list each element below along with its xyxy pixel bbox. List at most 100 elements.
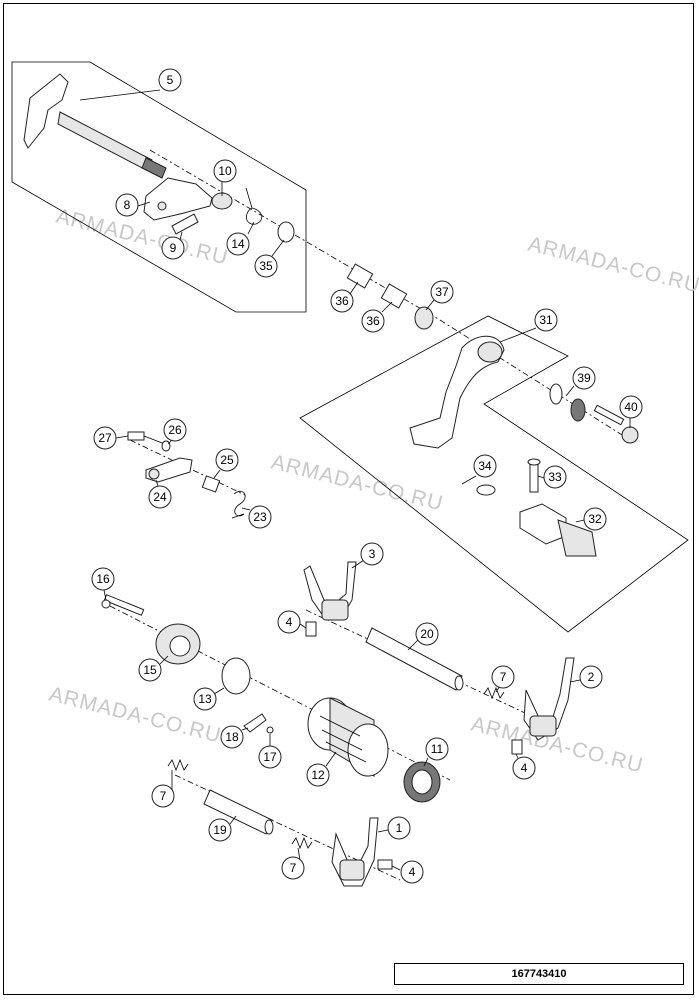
svg-text:2: 2	[588, 670, 595, 684]
callout-10: 10	[213, 159, 237, 196]
svg-text:33: 33	[548, 470, 562, 484]
watermark: ARMADA-CO.RU	[526, 233, 699, 298]
svg-text:3: 3	[369, 547, 376, 561]
svg-text:20: 20	[420, 627, 434, 641]
svg-text:35: 35	[259, 259, 273, 273]
roller-4-bottom	[377, 859, 393, 870]
locking-lever-18-17	[243, 713, 274, 734]
callout-36-b: 36	[361, 301, 393, 333]
svg-text:4: 4	[521, 761, 528, 775]
svg-text:7: 7	[290, 861, 297, 875]
washer-26	[161, 440, 171, 452]
svg-text:9: 9	[170, 241, 177, 255]
callout-19: 19	[208, 815, 237, 842]
lock-washer-39	[570, 398, 586, 422]
callout-34: 34	[461, 454, 497, 485]
seal-37	[414, 306, 434, 330]
callout-13: 13	[193, 687, 225, 711]
callout-36-a: 36	[330, 281, 359, 313]
watermark: ARMADA-CO.RU	[54, 205, 231, 270]
svg-text:8: 8	[124, 198, 131, 212]
callout-12: 12	[306, 751, 337, 787]
svg-text:32: 32	[588, 512, 602, 526]
shift-rod-19	[203, 789, 274, 835]
callout-33: 33	[537, 465, 567, 489]
svg-text:17: 17	[263, 750, 277, 764]
bearing-11	[403, 761, 441, 803]
watermark: ARMADA-CO.RU	[269, 451, 446, 516]
shift-shaft	[23, 73, 167, 179]
drawing-number: 167743410	[511, 968, 567, 980]
callout-32: 32	[575, 507, 607, 531]
shift-lever-group-outline	[299, 315, 689, 633]
callout-35: 35	[254, 239, 285, 278]
callout-23: 23	[241, 505, 272, 529]
shift-rod-20	[365, 627, 464, 691]
callout-11: 11	[423, 737, 449, 767]
shift-shaft-group-outline	[11, 61, 307, 313]
callout-37: 37	[425, 280, 454, 311]
svg-text:36: 36	[335, 294, 349, 308]
callout-24: 24	[148, 479, 172, 509]
shift-drum-12	[307, 697, 389, 777]
callout-3: 3	[351, 542, 384, 569]
callout-14: 14	[226, 221, 255, 256]
shift-plate	[143, 177, 213, 221]
callout-5: 5	[79, 68, 182, 101]
callout-7-left-bottom: 7	[281, 847, 305, 880]
svg-text:16: 16	[96, 572, 110, 586]
svg-text:7: 7	[160, 789, 167, 803]
spring-23	[231, 490, 246, 519]
callout-8: 8	[115, 193, 151, 217]
svg-text:19: 19	[213, 823, 227, 837]
shift-lever	[409, 335, 505, 449]
svg-text:31: 31	[539, 313, 553, 327]
callout-2: 2	[569, 665, 603, 689]
callout-4-top: 4	[277, 610, 307, 634]
shift-drum-bearing-13	[221, 657, 251, 695]
drawing-number-box: 167743410	[394, 963, 684, 985]
callout-15: 15	[138, 655, 169, 682]
pin-33	[527, 458, 541, 493]
roller-4-right	[511, 739, 523, 755]
spring-7-right	[483, 686, 505, 700]
svg-text:11: 11	[431, 742, 444, 756]
callout-25: 25	[213, 448, 239, 479]
washer-35	[277, 221, 295, 243]
svg-text:18: 18	[225, 730, 239, 744]
callout-20: 20	[407, 622, 439, 651]
callout-27: 27	[93, 426, 129, 450]
svg-text:36: 36	[366, 314, 380, 328]
callout-40: 40	[619, 395, 643, 428]
shift-drum-locating-15	[155, 623, 201, 665]
svg-text:39: 39	[577, 371, 591, 385]
svg-text:13: 13	[198, 692, 212, 706]
spring-7-left-bottom	[291, 836, 313, 850]
svg-text:25: 25	[220, 453, 234, 467]
svg-text:26: 26	[168, 423, 182, 437]
svg-text:24: 24	[153, 490, 167, 504]
callout-1: 1	[377, 816, 411, 840]
callout-7-left-top: 7	[151, 770, 175, 808]
torsion-spring-14	[245, 187, 263, 225]
callout-4-bottom: 4	[391, 860, 424, 884]
callout-26: 26	[163, 418, 187, 445]
shift-fork-1	[331, 817, 379, 887]
washer-39	[549, 383, 563, 405]
svg-text:14: 14	[231, 237, 245, 251]
callout-16: 16	[91, 567, 115, 601]
svg-text:40: 40	[624, 400, 638, 414]
bushing-36a	[346, 263, 374, 289]
shift-spring-9	[171, 213, 199, 235]
spring-7-left-top	[167, 758, 189, 772]
bushing-25	[201, 475, 221, 493]
svg-text:12: 12	[311, 768, 325, 782]
svg-text:4: 4	[409, 865, 416, 879]
svg-text:34: 34	[478, 459, 492, 473]
svg-text:1: 1	[396, 821, 403, 835]
shift-fork-2	[523, 657, 575, 741]
svg-text:10: 10	[218, 164, 232, 178]
svg-text:5: 5	[167, 73, 174, 87]
roller-4-top	[305, 621, 317, 637]
